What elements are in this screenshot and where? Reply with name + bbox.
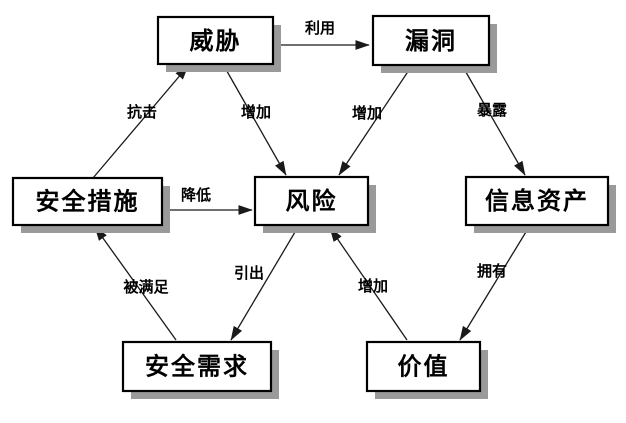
edge-increase-by-threat-label: 增加 <box>241 103 271 121</box>
node-value-label: 价值 <box>398 353 450 381</box>
edge-expose-label: 暴露 <box>477 101 508 119</box>
node-security-requirements-box <box>121 340 273 393</box>
node-vulnerability-label: 漏洞 <box>405 28 457 55</box>
edge-increase-by-value: 增加 <box>329 227 408 341</box>
edge-resist: 抗击 <box>92 65 189 179</box>
edge-increase-by-threat: 增加 <box>223 65 287 176</box>
edge-increase-by-value-label: 增加 <box>358 277 388 295</box>
node-risk-box <box>253 175 370 227</box>
node-information-assets: 信息资产 <box>464 175 616 233</box>
node-security-measures-box <box>11 176 164 227</box>
edge-own: 拥有 <box>459 226 530 341</box>
edge-exploit-label: 利用 <box>305 19 335 37</box>
edge-increase-by-vulnerability-arrow <box>338 66 412 176</box>
edge-derive-label: 引出 <box>234 264 264 282</box>
edge-own-arrow <box>459 226 530 341</box>
node-vulnerability: 漏洞 <box>371 14 497 73</box>
edge-satisfied-by-arrow <box>94 226 177 341</box>
edge-reduce-label: 降低 <box>181 186 211 204</box>
node-security-requirements-label: 安全需求 <box>145 353 249 381</box>
node-information-assets-label: 信息资产 <box>485 187 589 215</box>
node-risk: 风险 <box>253 175 376 233</box>
node-security-requirements: 安全需求 <box>121 340 279 399</box>
edge-increase-by-vulnerability: 增加 <box>338 66 412 176</box>
node-threat: 威胁 <box>156 15 281 72</box>
edge-satisfied-by-label: 被满足 <box>123 278 169 296</box>
edge-expose: 暴露 <box>462 66 526 176</box>
node-threat-box <box>156 15 275 66</box>
edge-exploit: 利用 <box>273 19 370 50</box>
edge-increase-by-vulnerability-label: 增加 <box>352 104 382 122</box>
node-value-box <box>365 340 482 393</box>
edge-expose-arrow <box>462 66 526 176</box>
edge-increase-by-value-arrow <box>329 227 408 341</box>
node-security-measures-label: 安全措施 <box>36 188 140 216</box>
edge-own-label: 拥有 <box>477 262 507 280</box>
edge-resist-arrow <box>92 65 189 179</box>
edge-increase-by-threat-arrow <box>223 65 287 176</box>
edge-derive: 引出 <box>230 226 299 341</box>
edge-satisfied-by: 被满足 <box>94 226 177 341</box>
node-value: 价值 <box>365 340 488 399</box>
edge-reduce: 降低 <box>162 186 253 215</box>
edge-derive-arrow <box>230 226 299 341</box>
node-risk-label: 风险 <box>286 187 338 215</box>
node-vulnerability-box <box>371 14 491 67</box>
node-threat-label: 威胁 <box>190 27 242 55</box>
edge-resist-label: 抗击 <box>127 103 157 121</box>
node-information-assets-box <box>464 175 610 227</box>
node-security-measures: 安全措施 <box>11 176 170 233</box>
